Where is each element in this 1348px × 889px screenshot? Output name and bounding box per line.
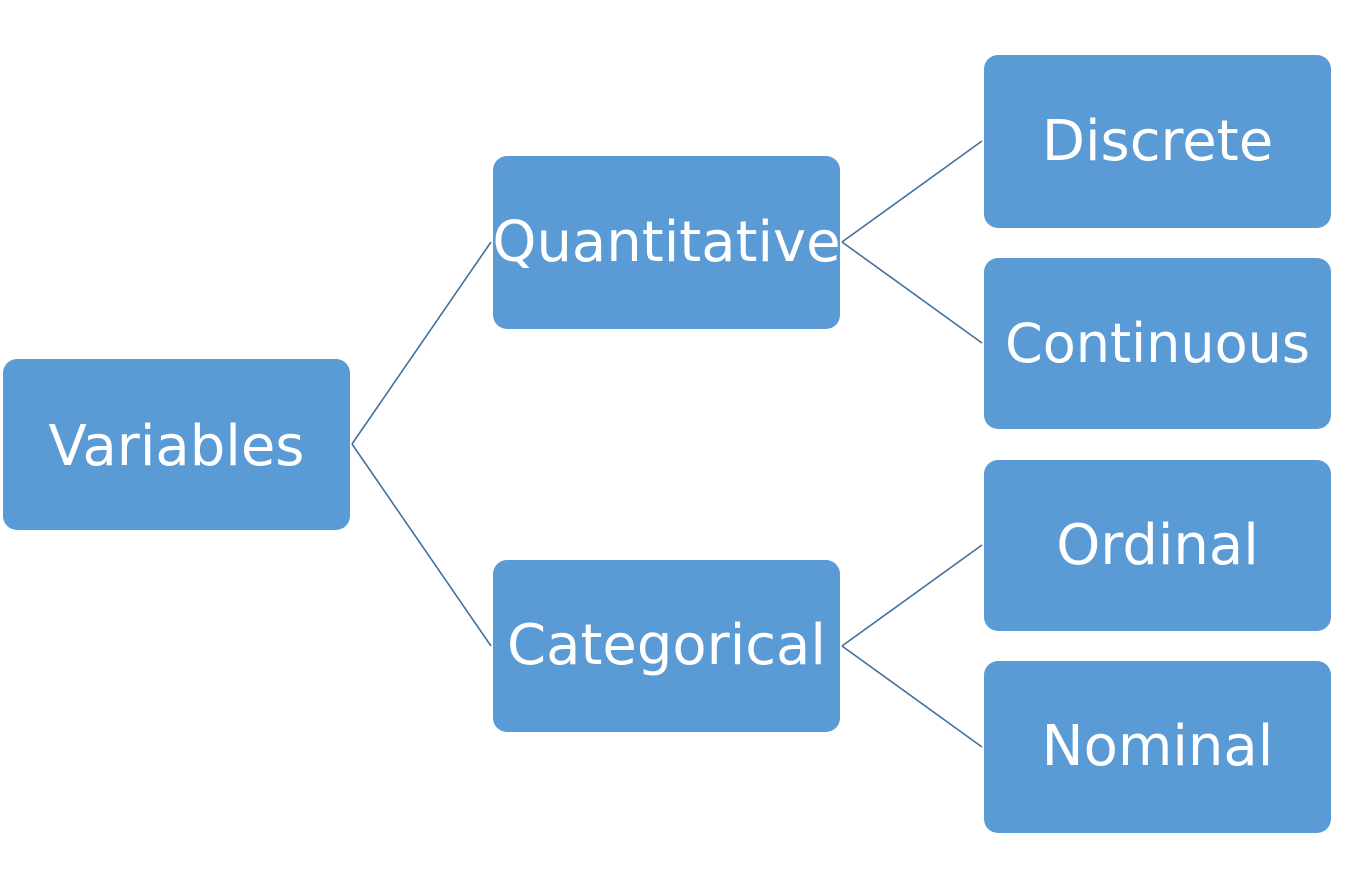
connector-quantitative-continuous bbox=[841, 241, 983, 344]
node-nominal-label: Nominal bbox=[1041, 714, 1274, 779]
node-variables-label: Variables bbox=[48, 413, 305, 479]
connector-categorical-nominal bbox=[841, 645, 983, 748]
node-quantitative-label: Quantitative bbox=[492, 209, 841, 275]
node-nominal: Nominal bbox=[984, 661, 1331, 833]
node-variables: Variables bbox=[3, 359, 350, 530]
connector-variables-categorical bbox=[351, 443, 492, 647]
connector-quantitative-discrete bbox=[841, 140, 983, 243]
node-discrete-label: Discrete bbox=[1041, 108, 1274, 174]
node-continuous: Continuous bbox=[984, 258, 1331, 429]
node-categorical-label: Categorical bbox=[507, 613, 826, 678]
node-discrete: Discrete bbox=[984, 55, 1331, 228]
connector-variables-quantitative bbox=[351, 241, 492, 445]
connector-categorical-ordinal bbox=[841, 544, 983, 647]
node-continuous-label: Continuous bbox=[1005, 311, 1310, 375]
node-quantitative: Quantitative bbox=[492, 156, 841, 329]
node-ordinal-label: Ordinal bbox=[1056, 512, 1259, 578]
node-ordinal: Ordinal bbox=[984, 460, 1331, 631]
node-categorical: Categorical bbox=[493, 560, 840, 732]
